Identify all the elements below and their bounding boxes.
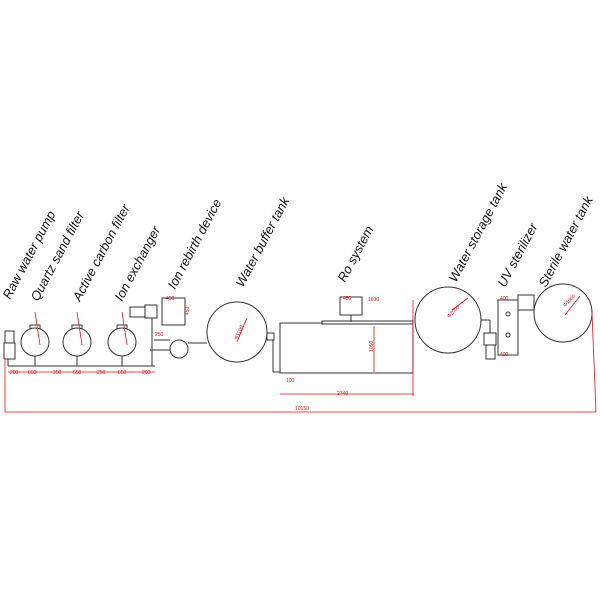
dim-label: 650 bbox=[28, 370, 37, 376]
uv-sterilizer bbox=[483, 294, 535, 360]
label-ion-exchanger: Ion exchanger bbox=[111, 223, 163, 303]
component-labels: Raw water pump Quartz sand filter Active… bbox=[0, 179, 597, 304]
raw-water-pump bbox=[3, 330, 16, 360]
label-uv-sterilizer: UV sterilizer bbox=[494, 220, 540, 289]
water-buffer-tank bbox=[206, 301, 280, 373]
label-ion-rebirth-device: Ion rebirth device bbox=[164, 196, 224, 291]
dimension-lines bbox=[4, 312, 597, 413]
sterile-water-tank bbox=[533, 283, 593, 343]
dim-label: 400 bbox=[500, 352, 509, 358]
dim-label: Φ1200 bbox=[233, 324, 245, 340]
ro-system bbox=[279, 296, 414, 396]
dim-label: 250 bbox=[97, 370, 106, 376]
dim-label: 250 bbox=[155, 332, 164, 338]
dim-label: 200 bbox=[10, 370, 19, 376]
dim-label: 400 bbox=[500, 296, 509, 302]
dim-label: 1690 bbox=[368, 297, 379, 303]
dim-label: 2740 bbox=[337, 391, 348, 397]
dim-label: 250 bbox=[53, 370, 62, 376]
dim-total: 10150 bbox=[295, 406, 309, 412]
label-sterile-water-tank: Sterile water tank bbox=[535, 192, 596, 289]
dim-label: 260 bbox=[142, 370, 151, 376]
label-water-buffer-tank: Water buffer tank bbox=[232, 193, 293, 289]
label-ro-system: Ro system bbox=[334, 223, 376, 284]
dim-label: 650 bbox=[73, 370, 82, 376]
dim-label: 1050 bbox=[369, 341, 375, 352]
dim-label: 450 bbox=[343, 296, 352, 302]
dim-label: 450 bbox=[166, 296, 175, 302]
dim-label: 100 bbox=[286, 378, 295, 384]
dim-label: 450 bbox=[185, 306, 191, 315]
water-storage-tank bbox=[414, 286, 491, 354]
ion-rebirth-device bbox=[129, 297, 207, 366]
dim-label: 650 bbox=[118, 370, 127, 376]
filters bbox=[7, 311, 155, 367]
